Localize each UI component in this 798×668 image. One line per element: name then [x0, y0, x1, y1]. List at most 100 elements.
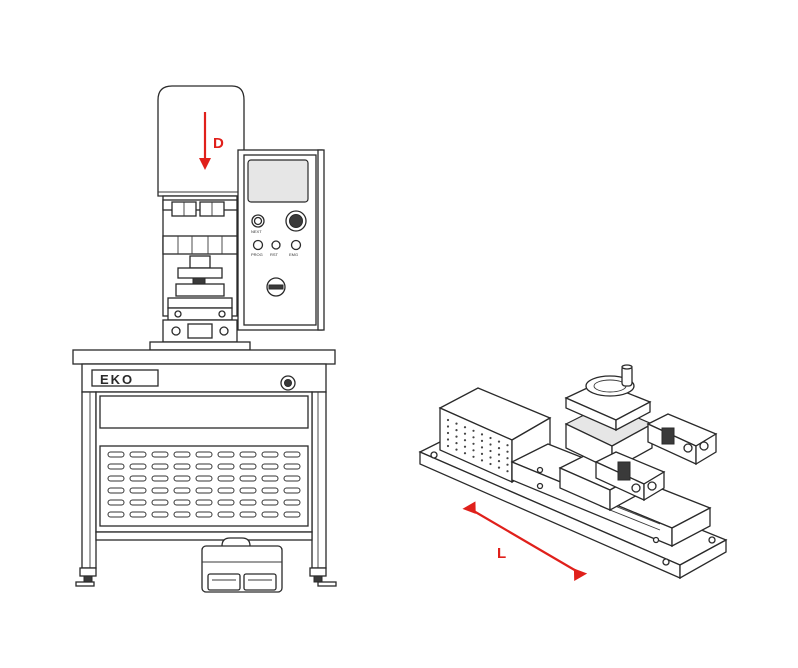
- perforation-hole: [463, 426, 467, 429]
- perforation-hole: [463, 452, 467, 455]
- perforation-hole: [489, 436, 492, 440]
- vent-slot: [107, 463, 125, 470]
- perforation-hole: [446, 438, 450, 441]
- vent-slot: [195, 475, 213, 482]
- perforation-hole: [480, 459, 484, 462]
- svg-text:PROG: PROG: [251, 252, 263, 257]
- perforation-hole: [480, 452, 484, 455]
- vent-slot: [261, 511, 279, 518]
- svg-text:EMG: EMG: [289, 252, 298, 257]
- vent-slot: [217, 499, 235, 506]
- vent-slot: [239, 451, 257, 458]
- perforation-hole: [489, 449, 492, 453]
- brand-label: EKO: [100, 372, 134, 387]
- dimension-d-label: D: [213, 135, 224, 152]
- dimension-d-annotation: D: [199, 112, 224, 170]
- vent-slot: [217, 511, 235, 518]
- vent-slot: [129, 463, 147, 470]
- dimension-l-label: L: [497, 545, 506, 562]
- vent-slot: [261, 463, 279, 470]
- perforation-hole: [455, 435, 458, 438]
- perforation-hole: [455, 422, 458, 425]
- press-machine-front-view: NEXT PROG RST EMG: [72, 85, 337, 593]
- vent-slot: [239, 487, 257, 494]
- foot-pedal: [201, 537, 283, 593]
- perforation-hole: [497, 440, 501, 443]
- dimension-l-annotation: L: [462, 501, 588, 581]
- vent-slot: [217, 451, 235, 458]
- vent-slot: [283, 475, 301, 482]
- vent-slot: [107, 499, 125, 506]
- perforation-hole: [463, 445, 467, 448]
- perforation-hole: [472, 436, 475, 439]
- perforation-hole: [506, 444, 509, 447]
- vent-slot: [151, 463, 169, 470]
- vent-slot: [239, 463, 257, 470]
- vent-slot: [195, 499, 213, 506]
- vent-slot: [261, 451, 279, 458]
- perforation-hole: [463, 439, 467, 442]
- press-head: [162, 195, 238, 343]
- bench-fixture-isometric: L: [418, 364, 728, 581]
- vent-slot: [151, 475, 169, 482]
- front-clamp: [594, 451, 666, 502]
- perforation-hole: [497, 453, 501, 456]
- perforation-hole: [497, 460, 501, 463]
- vent-slots: [107, 451, 301, 518]
- vent-slot: [283, 511, 301, 518]
- perforation-hole: [455, 448, 458, 451]
- svg-text:NEXT: NEXT: [251, 229, 262, 234]
- press-base-plate: [149, 341, 251, 351]
- vent-slot: [283, 451, 301, 458]
- perforation-hole: [472, 449, 475, 452]
- perforation-hole: [455, 442, 458, 445]
- perforation-hole: [480, 433, 484, 436]
- control-panel: NEXT PROG RST EMG: [237, 149, 325, 331]
- perforation-hole: [472, 429, 475, 432]
- vent-slot: [151, 499, 169, 506]
- vent-slot: [239, 475, 257, 482]
- vent-slot: [129, 451, 147, 458]
- vent-slot: [239, 511, 257, 518]
- perforation-hole: [472, 442, 475, 445]
- vent-slot: [151, 451, 169, 458]
- perforation-hole: [506, 470, 509, 473]
- vent-slot: [173, 451, 191, 458]
- perforation-hole: [446, 431, 450, 435]
- workbench: EKO: [72, 349, 337, 587]
- perforation-hole: [455, 429, 458, 432]
- vent-slot: [283, 499, 301, 506]
- brand-plate: [91, 369, 159, 387]
- perforation-hole: [497, 466, 501, 469]
- vent-slot: [239, 499, 257, 506]
- vent-slot: [195, 451, 213, 458]
- vent-slot: [129, 487, 147, 494]
- vent-slot: [173, 463, 191, 470]
- perforation-hole: [489, 456, 492, 459]
- vent-slot: [283, 463, 301, 470]
- perforation-hole: [480, 439, 484, 442]
- vent-slot: [107, 511, 125, 518]
- vent-slot: [173, 487, 191, 494]
- perforation-hole: [497, 447, 501, 450]
- vent-slot: [195, 511, 213, 518]
- perforation-hole: [489, 462, 492, 466]
- right-clamp: [646, 413, 718, 466]
- vent-slot: [261, 499, 279, 506]
- vent-slot: [173, 475, 191, 482]
- vent-slot: [107, 487, 125, 494]
- perforation-hole: [446, 444, 450, 448]
- panel-display-screen: [247, 159, 309, 203]
- vent-slot: [173, 499, 191, 506]
- perforation-hole: [463, 432, 467, 435]
- vent-slot: [217, 463, 235, 470]
- vent-slot: [217, 475, 235, 482]
- vent-slot: [129, 499, 147, 506]
- vent-slot: [151, 511, 169, 518]
- vent-slot: [195, 463, 213, 470]
- perforation-hole: [446, 425, 450, 428]
- vent-slot: [107, 451, 125, 458]
- cylinder-housing: [157, 85, 245, 197]
